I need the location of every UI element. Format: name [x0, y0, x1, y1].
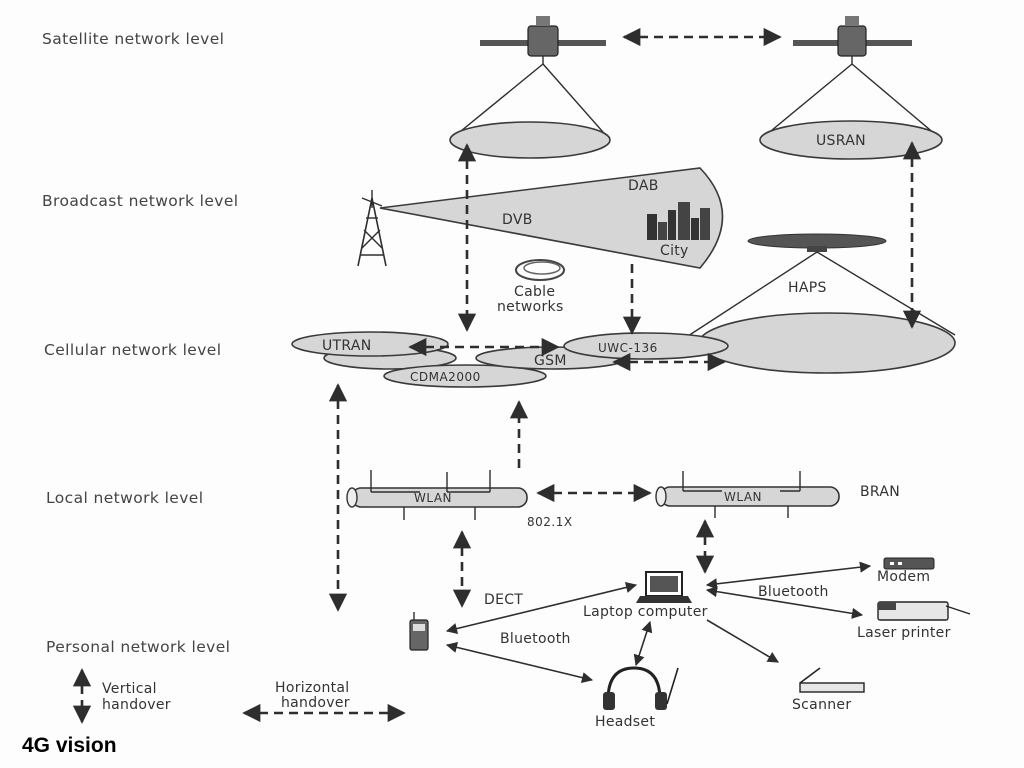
- haps-label: HAPS: [788, 280, 827, 296]
- level-label-broadcast: Broadcast network level: [42, 192, 239, 210]
- legend-vertical-line1: Vertical: [102, 681, 157, 697]
- city-label: City: [660, 243, 689, 259]
- haps-platform-icon: [747, 233, 887, 249]
- legend-horizontal-line2: handover: [281, 695, 350, 711]
- wlan-right-bus: [655, 471, 840, 518]
- usran-label: USRAN: [816, 133, 866, 149]
- headset-label: Headset: [595, 714, 655, 730]
- cable-label-line1: Cable: [514, 284, 555, 300]
- broadcast-tower-icon: [357, 190, 387, 267]
- dvb-label: DVB: [502, 212, 533, 228]
- laser-printer-label: Laser printer: [857, 625, 951, 641]
- modem-label: Modem: [877, 569, 930, 585]
- laptop-label: Laptop computer: [583, 604, 708, 620]
- cable-icon: [515, 259, 565, 281]
- satellite-footprint-left: [449, 121, 611, 159]
- link-laptop-phone: [445, 581, 638, 635]
- dab-label: DAB: [628, 178, 659, 194]
- satellite-right-icon: [793, 16, 912, 64]
- level-label-local: Local network level: [46, 489, 203, 507]
- wlan-left-bus: [346, 470, 528, 520]
- satellite-left-icon: [480, 16, 606, 64]
- link-phone-headset: [445, 641, 594, 684]
- scanner-icon: [799, 667, 865, 693]
- legend-horizontal-line1: Horizontal: [275, 680, 349, 696]
- slide-caption: 4G vision: [22, 734, 117, 757]
- legend-vertical-line2: handover: [102, 697, 171, 713]
- laptop-icon: [636, 571, 692, 603]
- wlan-left-label: WLAN: [414, 491, 452, 505]
- link-laptop-scanner: [706, 619, 779, 663]
- scanner-label: Scanner: [792, 697, 851, 713]
- level-label-personal: Personal network level: [46, 638, 230, 656]
- haps-coverage-ellipse: [698, 312, 956, 374]
- wlan-right-label: WLAN: [724, 490, 762, 504]
- bran-label: BRAN: [860, 484, 900, 500]
- gsm-label: GSM: [534, 353, 567, 369]
- level-label-cellular: Cellular network level: [44, 341, 221, 359]
- uwc136-label: UWC-136: [598, 341, 658, 355]
- broadcast-coverage-cone: [379, 167, 724, 269]
- link-laptop-headset: [633, 620, 653, 667]
- dect-label: DECT: [484, 592, 523, 608]
- cdma2000-label: CDMA2000: [410, 370, 481, 384]
- satellite-footprint-usran: [759, 120, 943, 160]
- bluetooth-right-label: Bluetooth: [758, 584, 829, 600]
- headset-icon: [603, 666, 679, 710]
- cdma2000-ellipse: [383, 364, 547, 388]
- link-laptop-printer: [705, 586, 864, 619]
- level-label-satellite: Satellite network level: [42, 30, 224, 48]
- mobile-phone-icon: [409, 612, 429, 651]
- utran-label: UTRAN: [322, 338, 372, 354]
- modem-icon: [883, 557, 935, 570]
- cable-label-line2: networks: [497, 299, 564, 315]
- std-8021x-label: 802.1X: [527, 515, 573, 529]
- link-laptop-modem: [705, 561, 872, 590]
- bluetooth-left-label: Bluetooth: [500, 631, 571, 647]
- city-skyline-icon: [647, 202, 710, 240]
- laser-printer-icon: [877, 601, 971, 621]
